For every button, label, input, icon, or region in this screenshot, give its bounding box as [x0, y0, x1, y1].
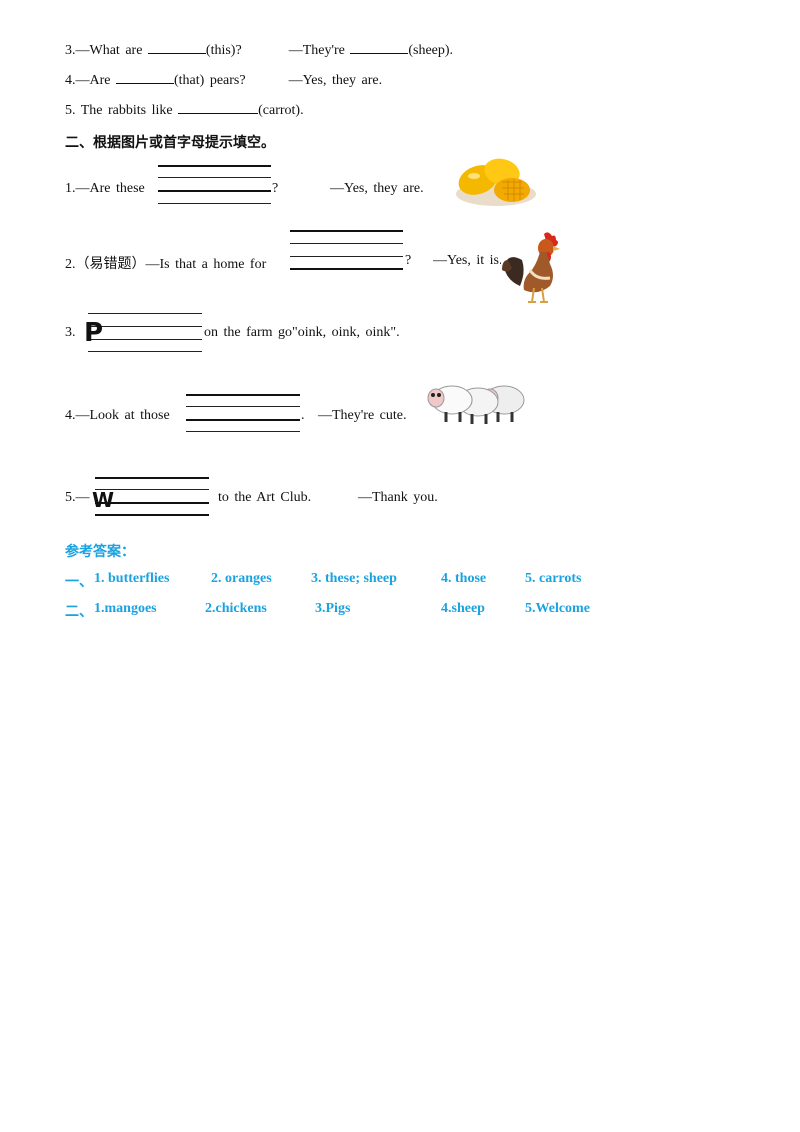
reply-text: —They're: [288, 43, 345, 58]
question-text: —What are: [75, 43, 143, 58]
writing-line: [88, 339, 202, 340]
question-1-5: 5. The rabbits like (carrot).: [65, 101, 304, 119]
punctuation: ?: [405, 253, 412, 268]
question-text: 1.—Are these: [65, 181, 145, 196]
writing-line: [95, 502, 209, 504]
answer-item: 1.mangoes: [94, 601, 157, 616]
punctuation: ?: [272, 181, 279, 196]
answer-item: 3.Pigs: [315, 601, 351, 616]
hint-text: (carrot).: [258, 103, 304, 118]
answers-row2-label: 二、: [65, 604, 93, 620]
question-text: —Are: [75, 73, 111, 88]
answer-item: 2.chickens: [205, 601, 267, 616]
answer-blank[interactable]: [350, 41, 409, 54]
question-text: 2.（易错题）—Is that a home for: [65, 257, 267, 272]
reply-label: —They're cute.: [318, 408, 407, 423]
mangoes-icon: [456, 158, 536, 206]
writing-line: [186, 419, 300, 421]
question-mark: ?: [405, 253, 411, 269]
question-number: 3.: [65, 43, 76, 58]
rooster-icon: [502, 232, 560, 303]
reply-text: —Yes, it is.: [433, 253, 501, 269]
section-heading: 二、根据图片或首字母提示填空。: [65, 135, 275, 151]
reply-text: —Yes, they are.: [330, 181, 424, 197]
reply-text: —Thank you.: [358, 490, 438, 506]
question-number: 4.: [65, 73, 76, 88]
writing-line: [158, 203, 271, 204]
question-suffix: on the farm go"oink, oink, oink".: [204, 325, 400, 340]
writing-line: [186, 406, 300, 407]
hint-text: (that) pears?: [174, 73, 246, 88]
answer-item: 5. carrots: [525, 571, 582, 586]
answer-item: 3. these; sheep: [311, 571, 397, 586]
hint-text: (this)?: [205, 43, 242, 58]
writing-line: [158, 165, 271, 167]
reply-text: —Yes, they are.: [288, 73, 383, 88]
hint-text: (sheep).: [408, 43, 454, 58]
writing-line: [95, 489, 209, 490]
question-2-1: 1.—Are these: [65, 181, 145, 197]
answers-row1-label: 一、: [65, 574, 93, 590]
writing-line: [290, 268, 403, 270]
answers-title: 参考答案：: [65, 544, 135, 560]
question-text: 4.—Look at those: [65, 408, 170, 423]
reply-label: —Yes, it is.: [433, 253, 501, 268]
question-2-3: 3.: [65, 325, 76, 341]
sheep-icon: [427, 385, 525, 424]
answer-item: 1. butterflies: [94, 571, 170, 586]
hint-letter: P: [84, 318, 104, 348]
answer-blank[interactable]: [178, 101, 259, 114]
writing-line: [186, 394, 300, 396]
writing-line: [186, 431, 300, 432]
reply-label: —Yes, they are.: [330, 181, 424, 196]
writing-line: [88, 351, 202, 352]
question-2-5: 5.—: [65, 490, 90, 506]
question-text: 5.—: [65, 490, 90, 505]
question-suffix: to the Art Club.: [218, 490, 311, 506]
answer-item: 4.sheep: [441, 601, 485, 616]
writing-line: [290, 243, 403, 244]
question-number: 3.: [65, 325, 76, 340]
answer-item: 4. those: [441, 571, 487, 586]
writing-line: [88, 313, 202, 314]
question-2-2: 2.（易错题）—Is that a home for: [65, 253, 266, 273]
question-text: The rabbits like: [80, 103, 173, 118]
question-number: 5.: [65, 103, 76, 118]
answer-item: 2. oranges: [211, 571, 272, 586]
writing-line: [95, 477, 209, 479]
question-text: on the farm go"oink, oink, oink".: [204, 325, 400, 341]
writing-line: [290, 256, 403, 257]
hint-letter: W: [92, 488, 115, 512]
period: .: [301, 408, 305, 424]
question-mark: ?: [272, 181, 278, 197]
writing-line: [95, 514, 209, 516]
reply-text: —They're cute.: [318, 408, 406, 424]
question-text: to the Art Club.: [218, 490, 312, 505]
question-1-4: 4.—Are (that) pears? —Yes, they are.: [65, 71, 382, 89]
writing-line: [88, 326, 202, 327]
writing-line: [158, 190, 271, 192]
writing-line: [158, 177, 271, 178]
reply-label: —Thank you.: [358, 490, 438, 505]
punctuation: .: [301, 408, 305, 423]
writing-line: [290, 230, 403, 232]
question-2-4: 4.—Look at those: [65, 408, 170, 424]
answer-blank[interactable]: [116, 71, 174, 84]
answer-item: 5.Welcome: [525, 601, 590, 616]
answer-blank[interactable]: [147, 41, 206, 54]
question-1-3: 3.—What are (this)? —They're (sheep).: [65, 41, 453, 59]
